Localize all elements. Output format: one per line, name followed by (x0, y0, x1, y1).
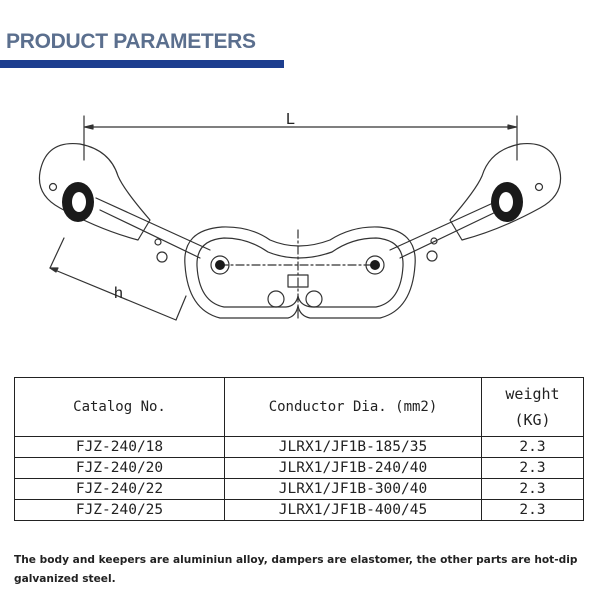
parameters-table: Catalog No. Conductor Dia. (mm2) weight … (14, 377, 584, 521)
table-header-row: Catalog No. Conductor Dia. (mm2) weight … (14, 377, 584, 437)
table-row: FJZ-240/18 JLRX1/JF1B-185/35 2.3 (14, 436, 584, 458)
table-row: FJZ-240/20 JLRX1/JF1B-240/40 2.3 (14, 457, 584, 479)
dimension-label-l: L (286, 111, 295, 128)
dimension-line-h (49, 267, 177, 321)
catalog-cell: FJZ-240/18 (14, 436, 225, 458)
central-frame (184, 226, 416, 319)
dimension-label-h: h (114, 285, 123, 302)
header-weight: weight (KG) (481, 377, 584, 437)
left-clamp-bushing (62, 182, 94, 222)
header-catalog-no: Catalog No. (14, 377, 225, 437)
page-title: PRODUCT PARAMETERS (6, 30, 256, 53)
catalog-cell: FJZ-240/22 (14, 478, 225, 500)
header-conductor-dia: Conductor Dia. (mm2) (224, 377, 482, 437)
header-weight-unit: (KG) (514, 411, 551, 429)
right-clamp-bushing (491, 182, 523, 222)
conductor-cell: JLRX1/JF1B-300/40 (224, 478, 482, 500)
header-weight-label: weight (505, 385, 560, 403)
frame-pivot-bolts (215, 260, 380, 270)
spacer-damper-drawing: L h (38, 111, 562, 321)
catalog-cell: FJZ-240/20 (14, 457, 225, 479)
conductor-cell: JLRX1/JF1B-400/45 (224, 499, 482, 521)
left-clamp-arm (38, 142, 211, 263)
conductor-cell: JLRX1/JF1B-240/40 (224, 457, 482, 479)
weight-cell: 2.3 (481, 436, 584, 458)
weight-cell: 2.3 (481, 499, 584, 521)
page-header: PRODUCT PARAMETERS (0, 26, 600, 76)
weight-cell: 2.3 (481, 478, 584, 500)
right-clamp-arm (389, 142, 562, 262)
catalog-cell: FJZ-240/25 (14, 499, 225, 521)
table-row: FJZ-240/25 JLRX1/JF1B-400/45 2.3 (14, 499, 584, 521)
conductor-cell: JLRX1/JF1B-185/35 (224, 436, 482, 458)
title-underline-bar (0, 60, 284, 68)
table-row: FJZ-240/22 JLRX1/JF1B-300/40 2.3 (14, 478, 584, 500)
weight-cell: 2.3 (481, 457, 584, 479)
material-footnote: The body and keepers are aluminiun alloy… (14, 554, 578, 585)
